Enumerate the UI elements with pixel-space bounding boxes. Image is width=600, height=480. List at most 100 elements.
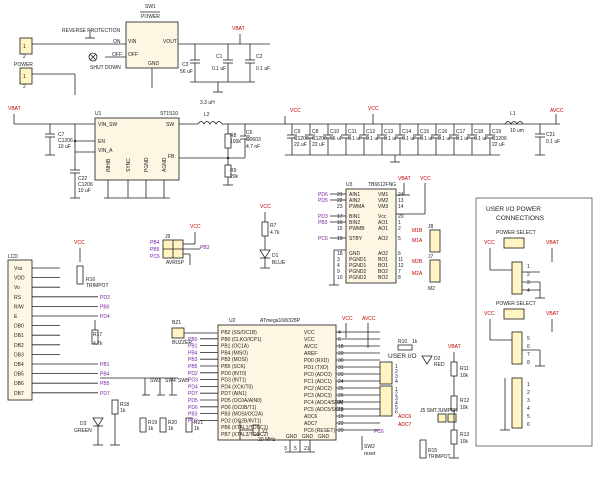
u3-net-label: PD5 [318, 198, 328, 204]
avrisp-pb4: PB4 [150, 240, 160, 246]
u3-right-pin-label: AO2 [378, 251, 388, 257]
y1-value: 20 MHz [258, 437, 276, 443]
mcu-right-pin-num: 28 [338, 407, 344, 413]
rail-cap-value: 56 uF [330, 136, 343, 142]
rail-cap-value: 22 uF [294, 142, 307, 148]
rail-cap-name: C15 [420, 129, 429, 135]
u3-net-label: PD6 [318, 192, 328, 198]
mcu-gnd-21: 21 [304, 446, 310, 452]
mcu-right-pin-label: ADC6 [304, 414, 318, 420]
u3-right-pin-num: 20 [398, 214, 404, 220]
r8-value: 100k [230, 139, 241, 145]
mcu-net-label: PD4 [188, 384, 198, 390]
vout-pin-label: VOUT [163, 39, 177, 45]
smt-jumper[interactable] [437, 413, 447, 423]
l1-value: 10 um [510, 128, 524, 134]
avrisp-pc6: PC6 [150, 254, 160, 260]
avcc-rail-label: AVCC [550, 108, 564, 114]
c1-value: 0.1 uF [212, 66, 226, 72]
sw5-label: SW5 [178, 378, 189, 384]
r9-label: R9 [230, 168, 237, 174]
u3-left-pin-num: 9 [337, 269, 340, 275]
u3-right-pin-label: Vcc [378, 214, 387, 220]
avrisp-pb3: PB3 [200, 245, 210, 251]
d1-vcc: VCC [260, 204, 271, 210]
ps2-vbat: VBAT [546, 311, 559, 317]
rail-cap-value: 0.1 uF [420, 136, 434, 142]
u3-left-pin-num: 21 [337, 192, 343, 198]
avrisp-pb5: PB5 [150, 247, 160, 253]
c22-label: C22 [78, 176, 87, 182]
u3-right-pin-num: 8 [398, 275, 401, 281]
mcu-section: U2 ATmega168/328P PB2 (SS/OC1B)PB0 (CLKO… [188, 316, 380, 453]
mcu-left-pin-label: PD0 (INT0) [221, 371, 247, 377]
u3-right-pin-label: AO1 [378, 226, 388, 232]
rail-cap-value: 0.1 uF [402, 136, 416, 142]
u3-right-pin-label: VM1 [378, 192, 389, 198]
r16-label: R16 [86, 277, 95, 283]
u3-right-pin-num: 13 [398, 198, 404, 204]
r9-value: 20k [230, 174, 239, 180]
ps1-vbat: VBAT [546, 240, 559, 246]
u3-right-pin-num: 7 [398, 269, 401, 275]
mcu-left-pin-label: PB0 (CLKO/ICP1) [221, 337, 262, 343]
power-select-jumper-1[interactable] [503, 237, 525, 249]
svg-text:6: 6 [527, 344, 530, 350]
user-io-pin-num: 4 [395, 379, 398, 385]
mcu-net-label: PD2 [188, 418, 198, 424]
power-conn-title-1: USER I/O POWER [486, 206, 541, 213]
off-pin-label: OFF [128, 52, 138, 58]
svg-text:4: 4 [527, 406, 530, 412]
ps1-vcc: VCC [484, 240, 495, 246]
sw1-power-label: POWER [141, 14, 160, 20]
j8-label: J8 [428, 224, 434, 230]
power-select-1: POWER SELECT [496, 230, 536, 236]
motor-driver-section: U3 TB6612FNG AIN121PD6AIN222PD5PWMA23BIN… [318, 176, 441, 292]
u2-name: U2 [229, 318, 236, 324]
mcu-left-pin-label: PB4 (MISO) [221, 350, 248, 356]
user-io-pin-num: 1 [395, 387, 398, 393]
u1-pin-fb: FB [168, 154, 175, 160]
lcd-pin-label: DB1 [14, 333, 24, 339]
svg-text:1: 1 [527, 264, 530, 270]
u3-part: TB6612FNG [368, 182, 396, 188]
rail-cap-value: 0.1 uF [456, 136, 470, 142]
buzzer-body [171, 327, 185, 339]
smt-jumper-2[interactable] [447, 413, 457, 423]
c7-val2: 10 uF [58, 144, 71, 150]
mcu-left-pin-label: PD3 (INT1) [221, 378, 247, 384]
svg-text:6: 6 [527, 422, 530, 428]
r17-value: 4.7k [93, 341, 103, 347]
u3-left-pin-num: 23 [337, 204, 343, 210]
reverse-protection-label: REVERSE PROTECTION [62, 28, 120, 34]
rail-cap-value: 22 uF [312, 142, 325, 148]
mcu-net-label: PB0 [188, 337, 198, 343]
d1-color: BLUE [272, 260, 286, 266]
c3-value: 56 uF [180, 69, 193, 75]
u3-right-pin-num: 12 [398, 263, 404, 269]
vbat-reg-label: VBAT [8, 106, 21, 112]
c2-value: 0.1 uF [256, 66, 270, 72]
u1-pin-vin-a: VIN_A [98, 148, 113, 154]
power-select-jumper-2[interactable] [503, 308, 525, 320]
power-connections-frame [475, 197, 593, 447]
user-io-pin-num: 2 [395, 369, 398, 375]
rail-cap-value: 0.1 uF [474, 136, 488, 142]
d1-label: D1 [272, 253, 279, 259]
u1-pin-sync: SYNC [126, 158, 132, 172]
lcd-net-label: PB0 [100, 304, 110, 310]
svg-text:1: 1 [23, 44, 26, 50]
r20-label: R20 [168, 420, 177, 426]
r19-value: 1k [148, 426, 154, 432]
u3-left-pins: AIN121PD6AIN222PD5PWMA23BIN117PD3BIN216P… [318, 192, 366, 281]
svg-text:2: 2 [527, 272, 530, 278]
mcu-right-pin-num: 18 [338, 344, 344, 350]
u3-right-pin-num: 6 [398, 251, 401, 257]
regulator-section: VBAT U1 ST1S10 VIN_SW EN VIN_A SW FB C7 … [8, 100, 301, 199]
mcu-right-pin-label: VCC [304, 337, 315, 343]
c21-value: 0.1 uF [546, 139, 560, 145]
